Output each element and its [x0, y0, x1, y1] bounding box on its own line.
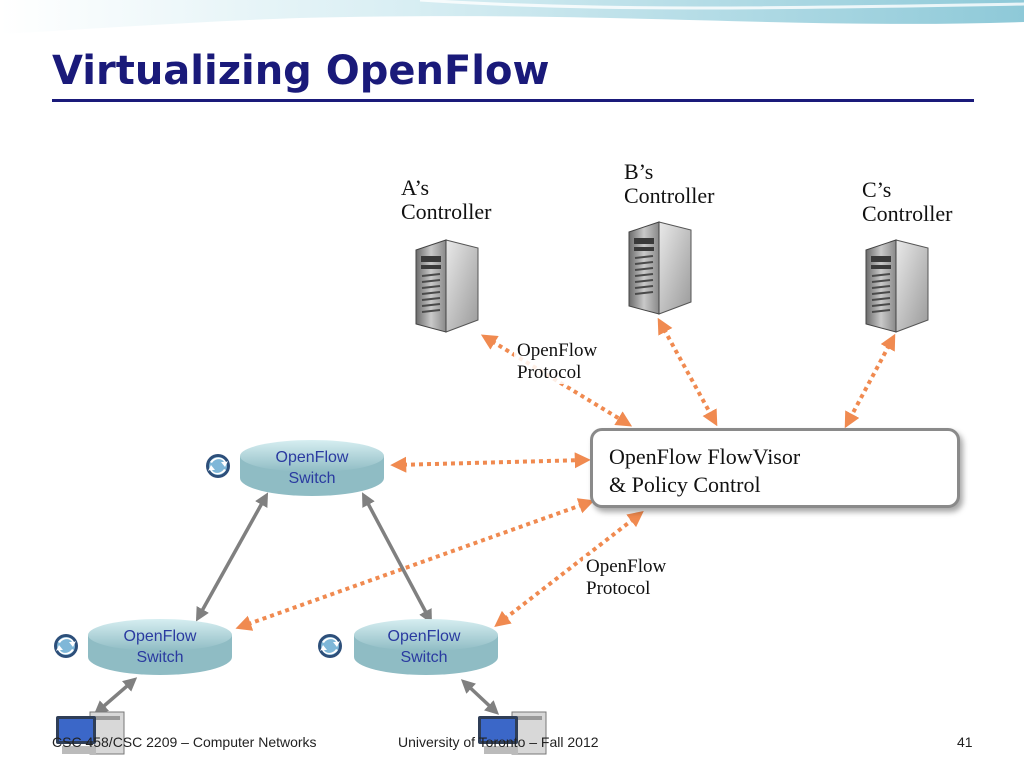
link-top-right: [362, 492, 432, 624]
flowvisor-box: OpenFlow FlowVisor & Policy Control: [590, 428, 960, 508]
footer-university: University of Toronto – Fall 2012: [398, 734, 599, 750]
switch-arrows-icon: [54, 634, 78, 658]
link-right-host: [460, 679, 500, 715]
link-left-host: [93, 677, 138, 715]
switch-left: [88, 619, 232, 675]
protocol-link-top-switch: [390, 452, 591, 473]
switch-arrows-icon: [318, 634, 342, 658]
switch-right: [354, 619, 498, 675]
switch-right-label: OpenFlow Switch: [387, 628, 461, 666]
protocol-link-left-switch: [235, 498, 595, 631]
flowvisor-label: OpenFlow FlowVisor & Policy Control: [609, 444, 801, 497]
protocol-link-right-switch: [494, 511, 644, 627]
link-top-left: [195, 492, 269, 622]
server-tower-icon: [415, 239, 479, 333]
controller-b-label: B’s Controller: [624, 159, 715, 208]
switch-left-label: OpenFlow Switch: [123, 628, 197, 666]
slide-title: Virtualizing OpenFlow: [52, 48, 550, 94]
server-tower-icon: [628, 221, 692, 315]
server-tower-icon: [865, 239, 929, 333]
controller-a-label: A’s Controller: [401, 175, 492, 224]
protocol-label-lower: OpenFlow Protocol: [583, 556, 670, 600]
controller-c-label: C’s Controller: [862, 177, 953, 226]
page-number: 41: [957, 734, 973, 750]
footer-course: CSC 458/CSC 2209 – Computer Networks: [52, 734, 317, 750]
switch-arrows-icon: [206, 454, 230, 478]
switch-top-label: OpenFlow Switch: [275, 449, 349, 487]
switch-top: [240, 440, 384, 496]
protocol-link-b: [657, 317, 718, 427]
title-underline: [52, 99, 974, 102]
top-decoration: [0, 0, 1024, 34]
protocol-link-c: [844, 333, 896, 429]
protocol-label-upper: OpenFlow Protocol: [514, 340, 601, 384]
